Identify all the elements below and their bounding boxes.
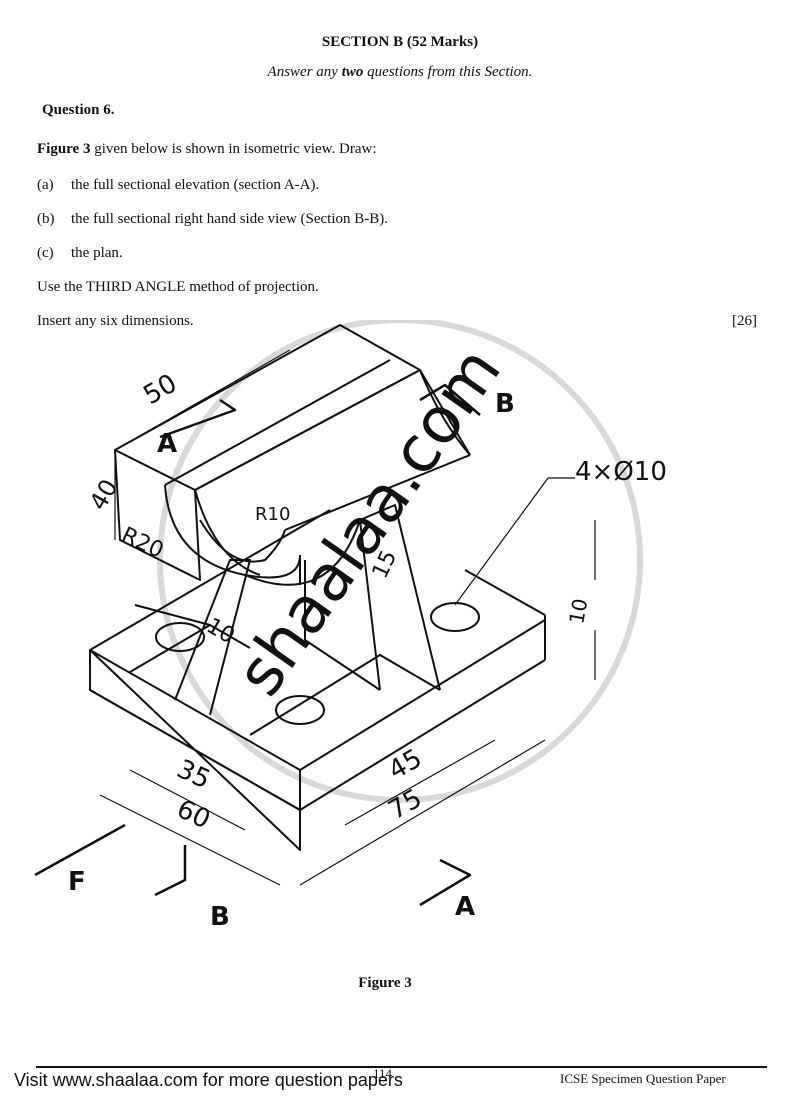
dim-r10: R10 [255,504,290,525]
part-label: (a) [37,177,54,193]
part-text: the full sectional right hand side view … [71,211,389,227]
marks: [26] [732,313,757,329]
question-part-b: (b) the full sectional right hand side vi… [37,211,388,228]
instruction-suffix: questions from this Section. [363,64,533,80]
section-label-a-bottom: A [455,892,475,922]
dim-45: 45 [384,744,428,787]
question-title: Question 6. [42,102,115,118]
figure-caption: Figure 3 [358,975,412,991]
part-text: the plan. [71,245,123,261]
figure-reference: Figure 3 [37,141,91,157]
footer-paper-name: ICSE Specimen Question Paper [560,1071,726,1086]
question-part-a: (a) the full sectional elevation (section… [37,177,319,194]
intro-text: given below is shown in isometric view. … [90,141,377,157]
question-intro: Figure 3 given below is shown in isometr… [37,141,377,158]
section-instruction: Answer any two questions from this Secti… [0,64,800,81]
part-label: (c) [37,245,54,261]
page-number: 114 [373,1066,393,1081]
part-text: the full sectional elevation (section A-… [71,177,320,193]
dimensions-note: Insert any six dimensions. [37,313,194,329]
dim-60: 60 [172,794,215,835]
dim-10-base: 10 [564,597,592,626]
question-part-c: (c) the plan. [37,245,123,262]
section-label-b-top: B [495,389,515,419]
part-label: (b) [37,211,55,227]
section-title: SECTION B (52 Marks) [321,34,479,50]
dim-75: 75 [384,784,428,827]
dim-50: 50 [139,369,183,412]
dim-35: 35 [172,754,215,795]
holes-callout: 4×Ø10 [575,457,667,487]
section-label-a-top: A [157,429,177,459]
isometric-figure: shaalaa.com [34,320,667,932]
view-label-f: F [68,867,86,897]
footer-divider [36,1066,767,1068]
instruction-bold: two [341,64,364,80]
section-label-b-bottom: B [210,902,230,932]
footer-link-text: Visit www.shaalaa.com for more question … [14,1070,403,1090]
projection-method: Use the THIRD ANGLE method of projection… [37,279,319,295]
instruction-prefix: Answer any [267,64,342,80]
